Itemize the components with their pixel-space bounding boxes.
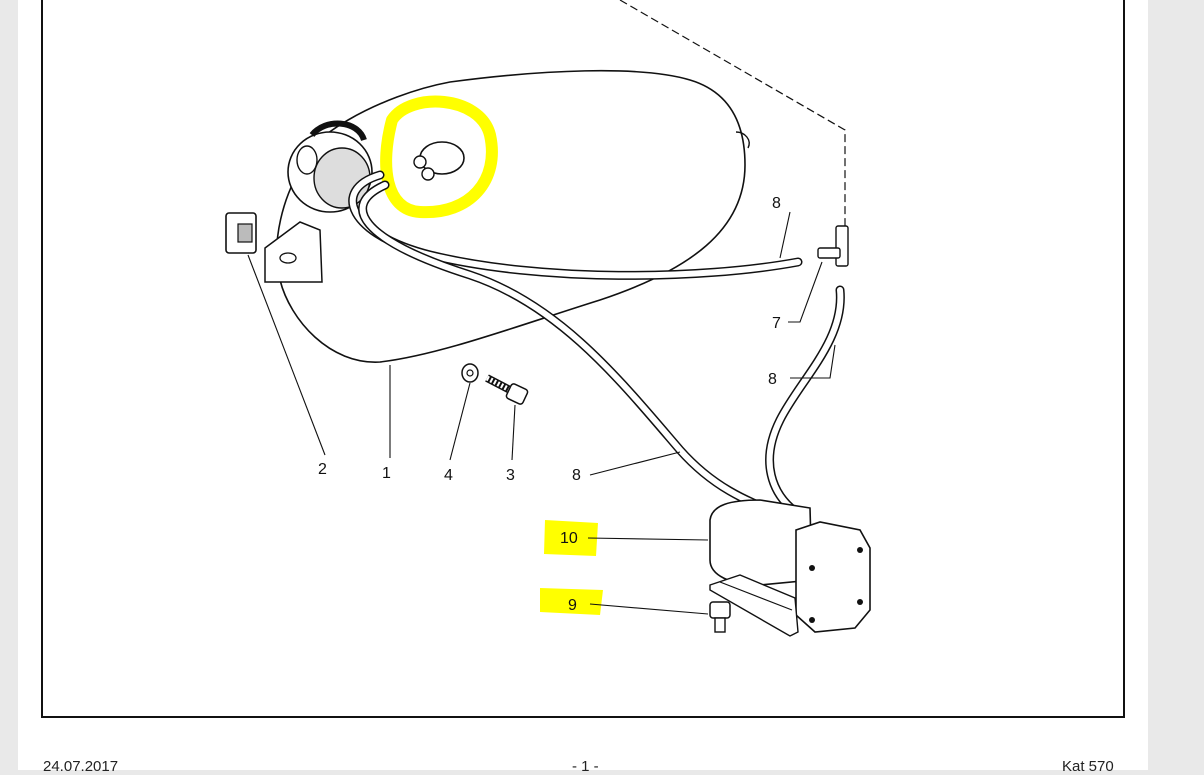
footer-date: 24.07.2017	[43, 758, 119, 775]
footer-catalog: Kat 570	[1062, 758, 1114, 775]
reservoir-tank	[276, 69, 750, 363]
filler-cap	[287, 120, 373, 213]
bolt	[485, 374, 529, 405]
hoses	[348, 170, 845, 523]
washer	[461, 363, 479, 383]
outlet-fitting	[413, 141, 465, 181]
label-part-8-right: 8	[768, 371, 777, 388]
highlight-label-10	[544, 520, 598, 556]
label-part-7: 7	[772, 315, 781, 332]
highlight-label-9	[540, 588, 603, 615]
label-part-3: 3	[506, 467, 515, 484]
footer-page-number: - 1 -	[572, 758, 599, 775]
dashed-leader-line	[619, 0, 846, 228]
washer-pump	[709, 499, 871, 637]
label-part-10: 10	[560, 530, 578, 547]
t-connector	[817, 225, 849, 267]
label-part-8-bottom: 8	[572, 467, 581, 484]
leader-lines	[247, 211, 836, 615]
tank-bracket	[264, 221, 323, 283]
label-part-2: 2	[318, 461, 327, 478]
label-part-1: 1	[382, 465, 391, 482]
label-part-9: 9	[568, 597, 577, 614]
drain-plug	[709, 601, 731, 633]
label-part-4: 4	[444, 467, 453, 484]
label-part-8-top: 8	[772, 195, 781, 212]
hose-clip	[225, 212, 257, 254]
